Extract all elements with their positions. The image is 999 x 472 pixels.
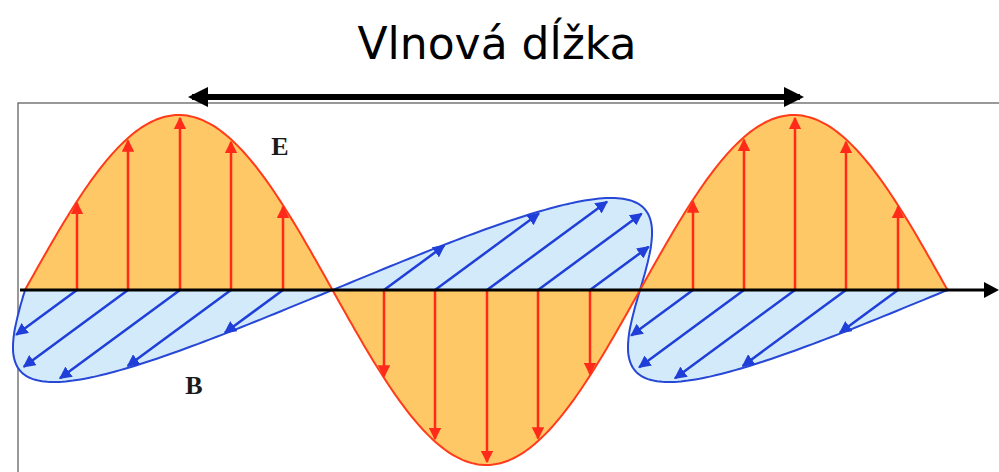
field-symbol: E <box>271 133 288 161</box>
propagation-axis <box>20 289 986 292</box>
magnetic-vector <box>225 290 283 333</box>
electric-vector <box>127 141 130 290</box>
electric-vector <box>692 201 695 290</box>
electric-vector <box>230 142 233 290</box>
magnetic-vector <box>675 290 795 378</box>
electric-vector <box>589 290 592 374</box>
magnetic-vector <box>538 214 642 290</box>
magnetic-vector <box>435 214 539 291</box>
electric-vector <box>383 290 386 376</box>
magnetic-vector <box>60 290 180 378</box>
electric-vector <box>897 207 900 290</box>
axis-arrowhead <box>984 282 999 298</box>
electric-vector <box>179 118 182 290</box>
magnetic-vector <box>631 290 693 336</box>
magnetic-vector <box>743 290 846 366</box>
wavelength-label: Vlnová dĺžka <box>357 18 636 70</box>
magnetic-vector <box>840 290 898 333</box>
electric-vector <box>537 290 540 439</box>
electric-vector <box>845 142 848 290</box>
magnetic-vector <box>384 246 444 290</box>
magnetic-vector <box>487 202 607 290</box>
electric-vector <box>486 290 489 462</box>
wavelength-arrow <box>192 94 800 100</box>
electric-vector <box>76 203 79 290</box>
magnetic-vector <box>639 290 744 367</box>
electric-vector <box>434 290 437 439</box>
electric-vector <box>794 118 797 290</box>
field-symbol: B <box>185 372 202 400</box>
magnetic-vector <box>128 290 231 366</box>
magnetic-vector <box>16 290 77 335</box>
magnetic-vector <box>24 290 128 367</box>
electric-vector <box>282 207 285 290</box>
magnetic-vector <box>590 247 649 290</box>
electric-vector <box>743 140 746 290</box>
